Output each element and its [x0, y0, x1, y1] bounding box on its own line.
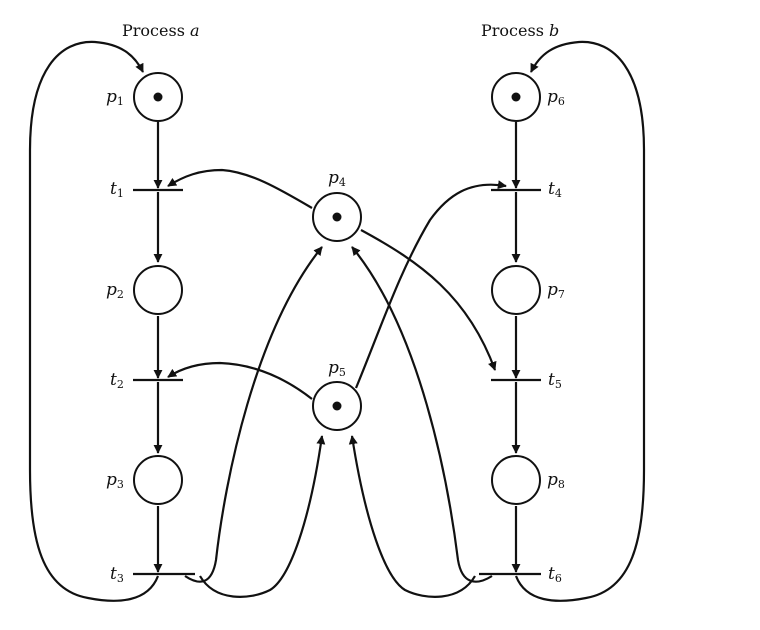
- arc-t6-p5: [348, 435, 476, 598]
- arc-t6-p6: [514, 40, 646, 602]
- token-p1: [153, 92, 163, 102]
- place-p8: [491, 455, 541, 505]
- label-p1: p1: [106, 87, 124, 108]
- place-p3: [133, 455, 183, 505]
- arc-p4-t5: [360, 229, 497, 371]
- label-p5: p5: [328, 358, 346, 379]
- arc-t3-p5: [199, 435, 326, 598]
- label-t6: t6: [548, 564, 562, 585]
- token-p6: [511, 92, 521, 102]
- place-p7: [491, 265, 541, 315]
- arc-p5-t4: [354, 180, 507, 389]
- arc-t3-p1: [28, 40, 160, 602]
- label-t1: t1: [110, 179, 124, 200]
- token-p5: [332, 401, 342, 411]
- label-p2: p2: [106, 280, 124, 301]
- label-t5: t5: [548, 370, 562, 391]
- token-p4: [332, 212, 342, 222]
- label-p7: p7: [547, 280, 565, 301]
- label-t3: t3: [110, 564, 124, 585]
- label-p6: p6: [547, 87, 565, 108]
- label-p3: p3: [106, 470, 124, 491]
- arc-t3-p4: [184, 246, 323, 583]
- arc-p5-t2: [167, 361, 313, 400]
- arc-p4-t1: [167, 168, 313, 209]
- label-t2: t2: [110, 370, 124, 391]
- label-t4: t4: [548, 179, 562, 200]
- title-process-a: Process a: [122, 21, 200, 40]
- label-p8: p8: [547, 470, 565, 491]
- title-process-b: Process b: [481, 21, 560, 40]
- arc-t6-p4: [351, 246, 493, 583]
- place-p2: [133, 265, 183, 315]
- label-p4: p4: [328, 168, 346, 189]
